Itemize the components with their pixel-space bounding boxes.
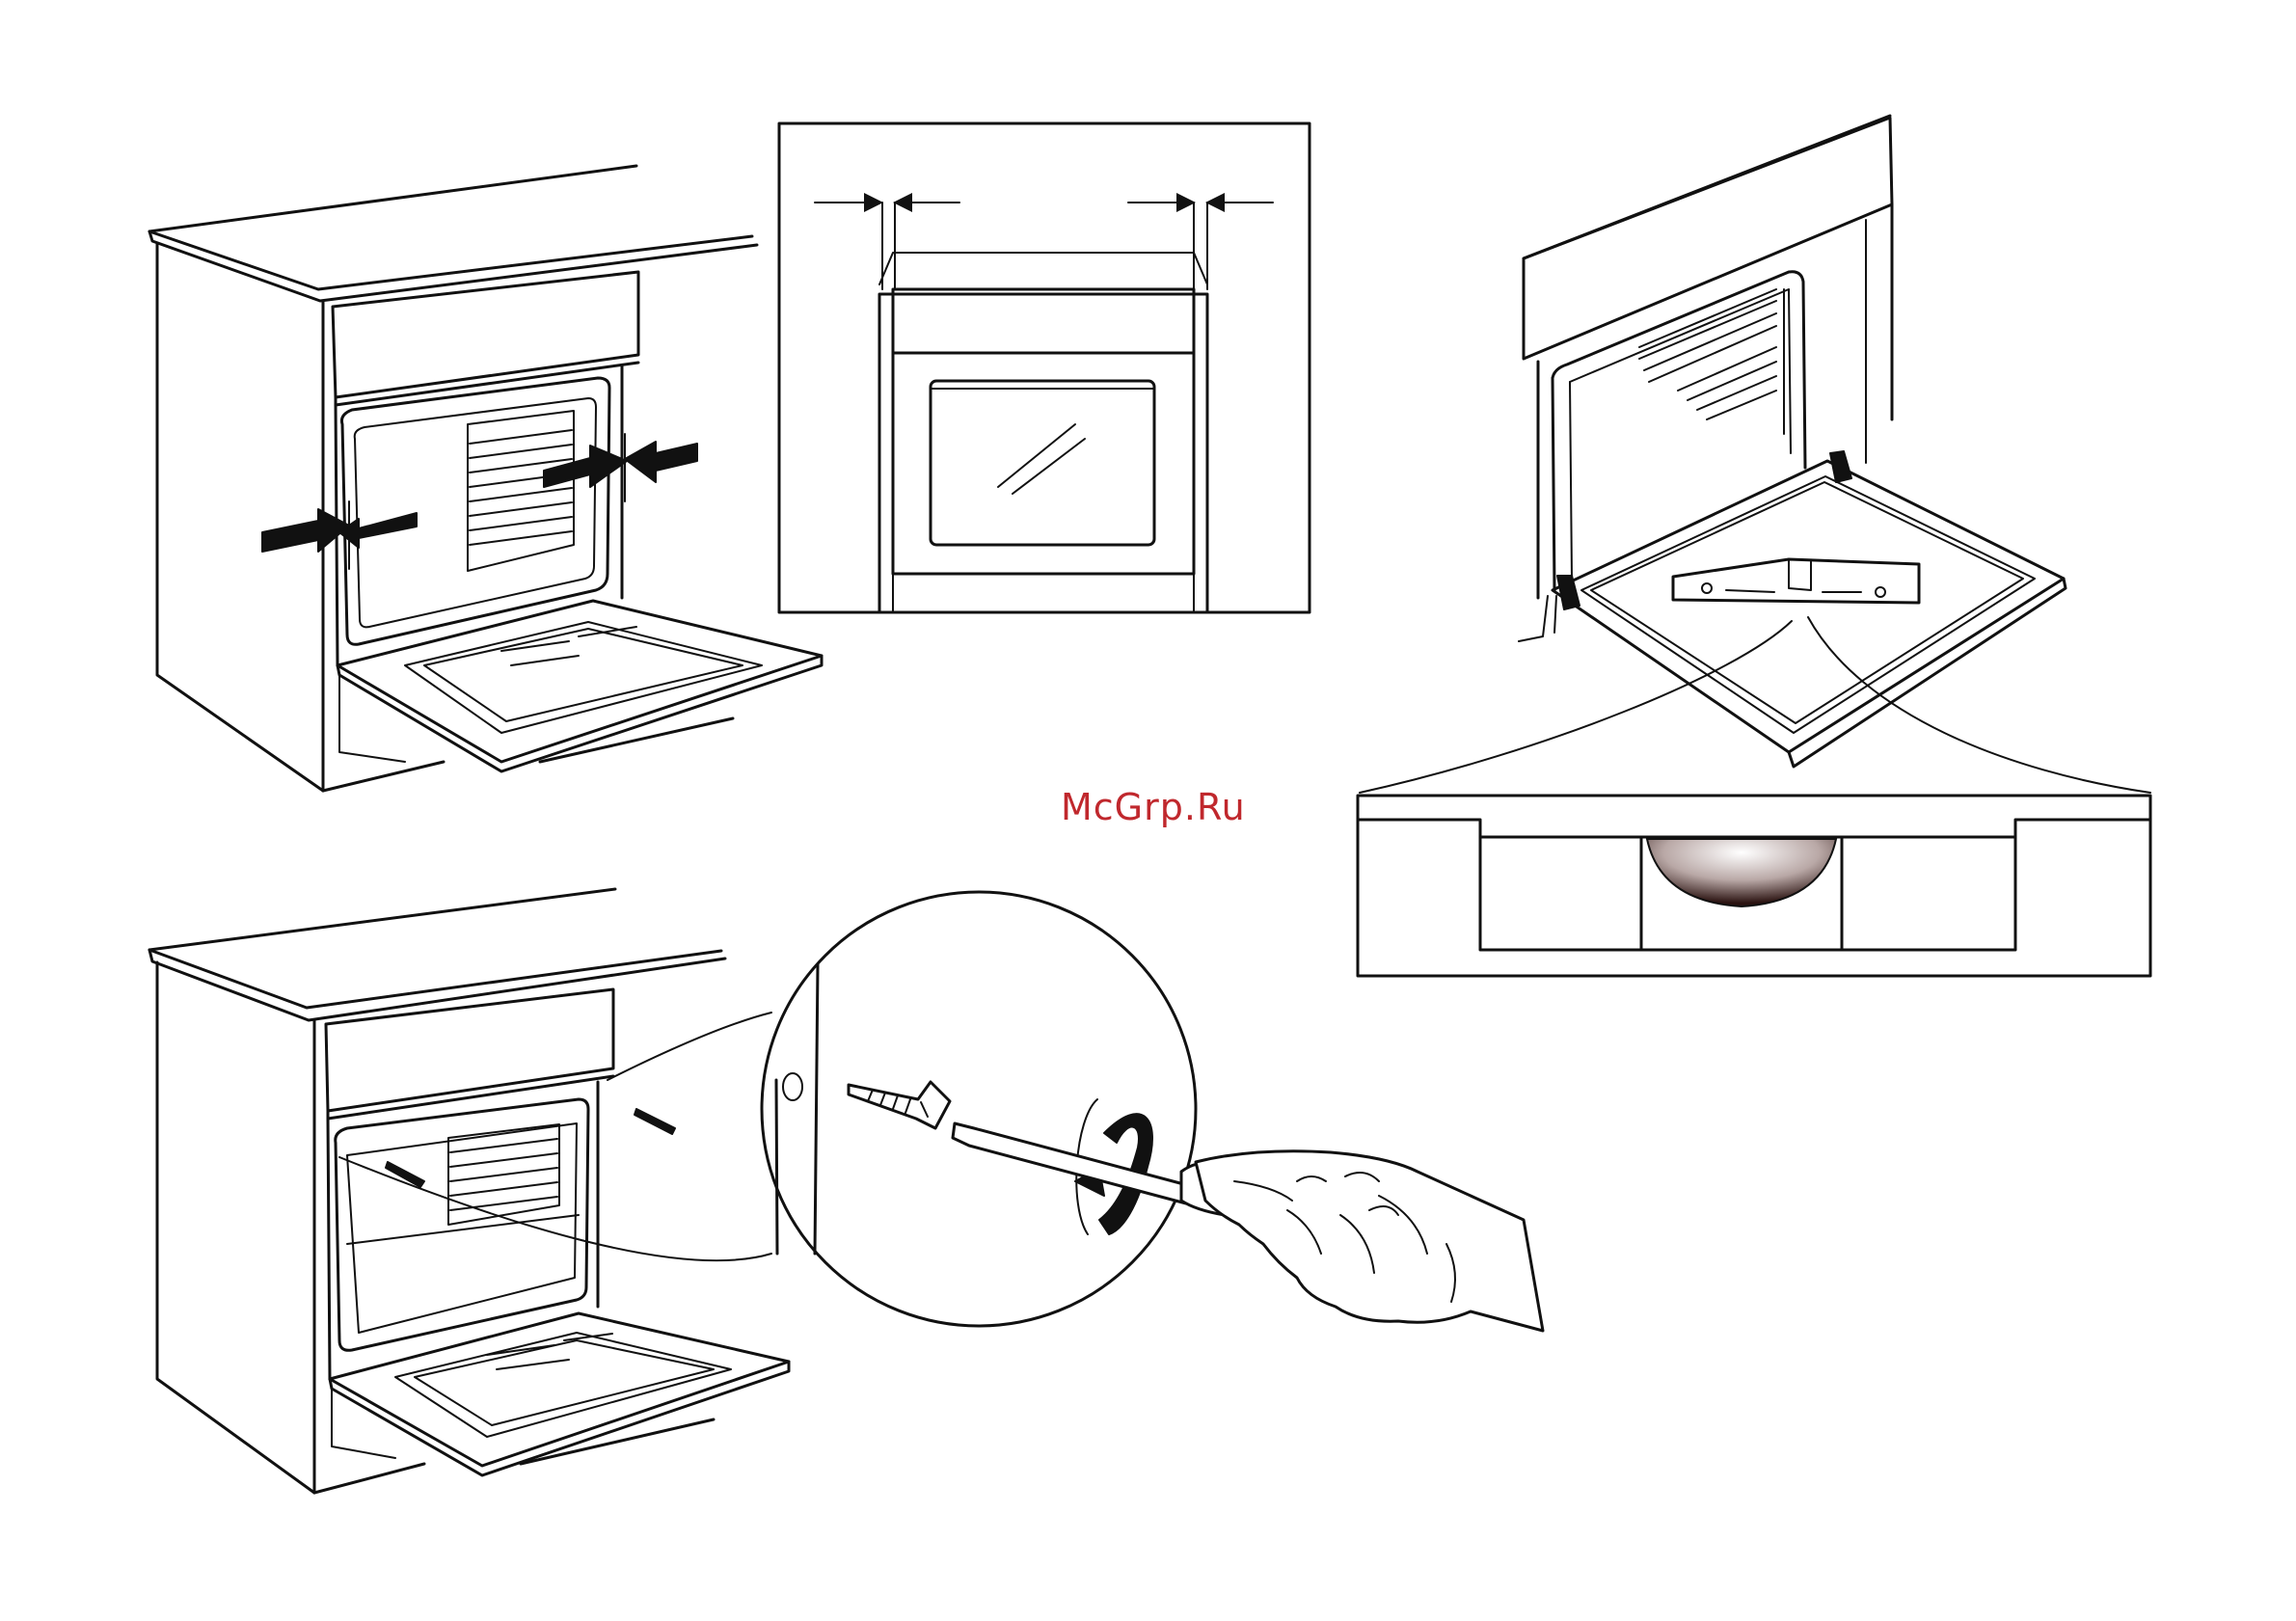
spirit-level-detail-figure [1358,796,2150,976]
screw-icon [849,1082,950,1128]
spirit-level-icon [1673,559,1919,603]
bubble-icon [1647,839,1836,906]
hand-icon [1196,1151,1543,1331]
arrow-icon [625,442,697,482]
oven-level-figure [1360,116,2150,793]
front-clearance-figure [779,123,1310,612]
arrow-icon [339,513,417,548]
cabinet-side-clearance-figure [149,166,822,791]
shelf-rails [1639,289,1784,434]
shelf-rails [468,411,574,571]
cabinet-screw-fixing-figure [149,889,1543,1493]
watermark: McGrp.Ru [1061,786,1263,828]
screw-icon [635,1109,675,1134]
arrow-icon [544,446,627,487]
